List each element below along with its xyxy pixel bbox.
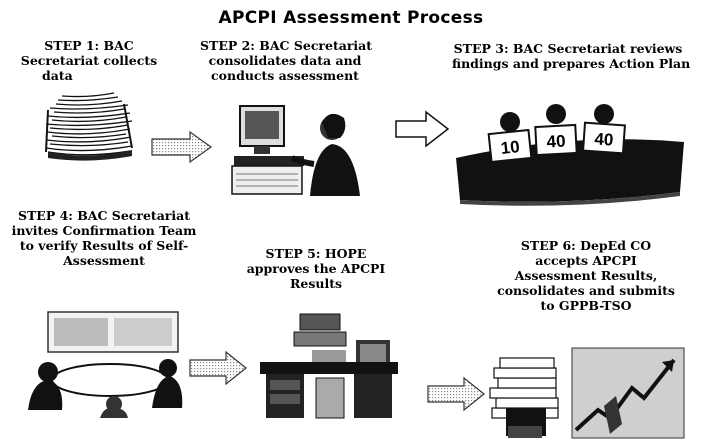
step-2-line-3: conducts assessment bbox=[211, 68, 359, 83]
step-5-line-1: STEP 5: HOPE bbox=[265, 246, 367, 261]
documents-chart-icon bbox=[489, 347, 685, 439]
step-3-line-1: STEP 3: BAC Secretariat reviews bbox=[453, 41, 683, 56]
computer-worker-icon bbox=[231, 105, 360, 196]
step-6-line-5: to GPPB-TSO bbox=[540, 298, 632, 313]
step-5-label: STEP 5: HOPE approves the APCPI Results bbox=[236, 246, 396, 291]
right-arrow-icon bbox=[395, 110, 450, 148]
meeting-room-icon bbox=[28, 311, 183, 418]
step-6-line-4: consolidates and submits bbox=[497, 283, 675, 298]
step-1-line-1: STEP 1: BAC bbox=[44, 38, 134, 53]
scorecard-1: 10 bbox=[500, 137, 521, 158]
step-4-line-2: invites Confirmation Team bbox=[11, 223, 197, 238]
step-2-line-1: STEP 2: BAC Secretariat bbox=[200, 38, 373, 53]
scorecard-2: 40 bbox=[546, 132, 566, 152]
step-3-label: STEP 3: BAC Secretariat reviews findings… bbox=[452, 41, 691, 71]
step-4-line-1: STEP 4: BAC Secretariat bbox=[17, 208, 191, 223]
step-5-line-3: Results bbox=[289, 276, 343, 291]
step-5-line-2: approves the APCPI bbox=[246, 261, 386, 276]
step-1-line-2: Secretariat collects bbox=[20, 53, 158, 68]
step-1-label: STEP 1: BAC Secretariat collects data bbox=[14, 38, 164, 83]
step-6-line-3: Assessment Results, bbox=[514, 268, 658, 283]
step-6-line-2: accepts APCPI bbox=[535, 253, 637, 268]
paper-stack-icon bbox=[45, 92, 133, 161]
judges-panel-icon: 10 40 40 bbox=[456, 104, 684, 206]
right-arrow-icon bbox=[427, 376, 485, 412]
step-3-line-2: findings and prepares Action Plan bbox=[452, 56, 691, 71]
scorecard-3: 40 bbox=[594, 129, 614, 149]
step-4-line-3: to verify Results of Self- bbox=[19, 238, 189, 253]
right-arrow-icon bbox=[151, 130, 213, 164]
step-4-line-4: Assessment bbox=[63, 253, 145, 268]
diagram-title: APCPI Assessment Process bbox=[218, 8, 484, 28]
step-2-line-2: consolidates data and bbox=[208, 53, 362, 68]
step-4-label: STEP 4: BAC Secretariat invites Confirma… bbox=[4, 208, 204, 268]
step-1-line-3: data bbox=[42, 68, 73, 83]
right-arrow-icon bbox=[189, 350, 247, 386]
office-desk-icon bbox=[260, 313, 398, 419]
step-2-label: STEP 2: BAC Secretariat consolidates dat… bbox=[200, 38, 373, 83]
step-6-label: STEP 6: DepEd CO accepts APCPI Assessmen… bbox=[488, 238, 684, 313]
step-6-line-1: STEP 6: DepEd CO bbox=[520, 238, 652, 253]
